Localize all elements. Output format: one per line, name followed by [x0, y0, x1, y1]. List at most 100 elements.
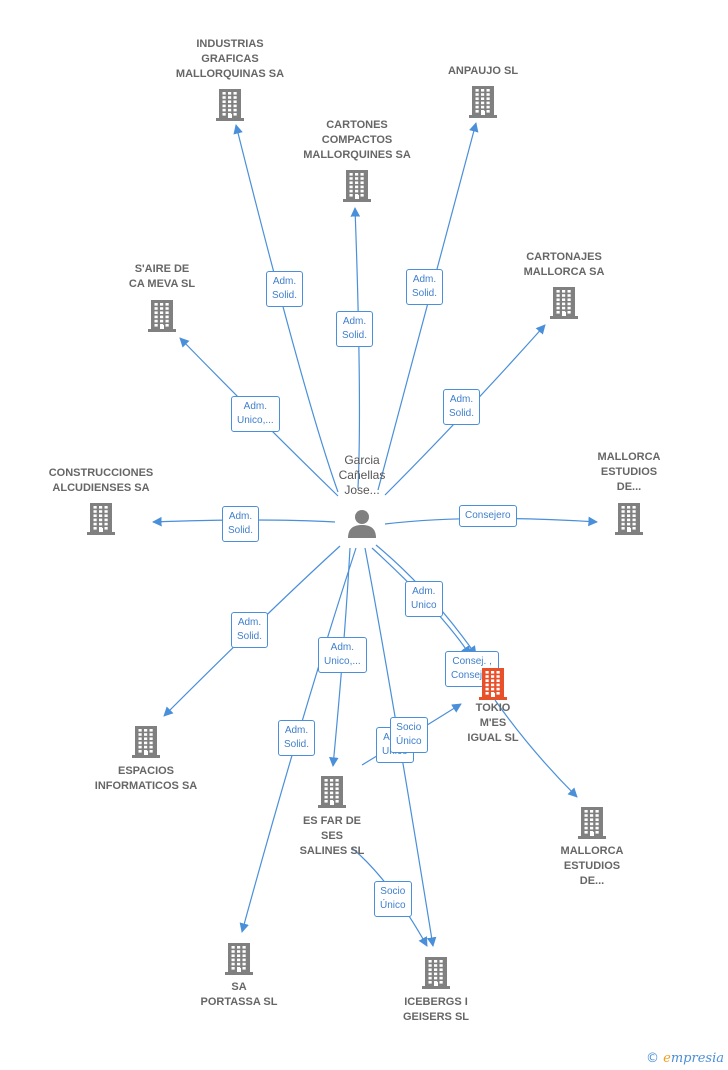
saportassa-label[interactable]: SA PORTASSA SL — [159, 980, 319, 1010]
node-label-line: GEISERS SL — [402, 1011, 470, 1023]
node-label-line: DE... — [616, 481, 642, 493]
edge-label-line: Solid. — [342, 330, 368, 341]
cartones-building-icon[interactable] — [342, 168, 372, 207]
node-label-line: INFORMATICOS SA — [94, 780, 198, 792]
node-label-line: SES — [320, 830, 343, 842]
node-label-line: TOKIO — [475, 702, 511, 714]
node-label-line: ESPACIOS — [117, 765, 175, 777]
node-label-line: SALINES SL — [299, 845, 365, 857]
mallorca2-building-icon[interactable] — [577, 805, 607, 844]
e-mallorca1-label[interactable]: Consejero — [459, 505, 517, 527]
e-cartonajes-label[interactable]: Adm.Solid. — [443, 389, 481, 425]
edge-label-line: Adm. — [284, 725, 309, 736]
tokio-building-icon[interactable] — [478, 666, 508, 705]
tokio-label[interactable]: TOKIO M'ES IGUAL SL — [413, 701, 573, 746]
saire-building-icon[interactable] — [147, 298, 177, 337]
e-cartones-label[interactable]: Adm. Solid. — [336, 311, 374, 347]
node-label-line: PORTASSA SL — [200, 996, 278, 1008]
center-label-line: Jose... — [344, 483, 380, 497]
node-label-line: IGUAL SL — [467, 732, 519, 744]
brand-name: mpresia — [670, 1051, 724, 1066]
e-tokio-a-label[interactable]: Adm.Unico — [405, 581, 443, 617]
node-label-line: CARTONAJES — [526, 251, 602, 263]
icebergs-label[interactable]: ICEBERGS I GEISERS SL — [356, 995, 516, 1025]
node-label-line: ALCUDIENSES SA — [52, 482, 150, 494]
edge-label-line: Socio — [380, 886, 406, 897]
empresia-logo[interactable]: © empresia — [646, 1051, 724, 1066]
industrias-building-icon[interactable] — [215, 87, 245, 126]
edge-label-line: Consej.... — [451, 670, 494, 681]
node-label-line: CONSTRUCCIONES — [48, 467, 154, 479]
node-label-line: CA MEVA SL — [128, 278, 196, 290]
edge-label-line: Adm. — [412, 274, 437, 285]
edge-label-line: Solid. — [228, 525, 254, 536]
node-label-line: SA — [231, 981, 247, 993]
edge-label-line: Consejero — [465, 510, 511, 521]
edge-label-line: Unico,... — [237, 415, 274, 426]
edge-label-line: Solid. — [237, 631, 263, 642]
node-label-line: DE... — [579, 875, 605, 887]
mallorca1-building-icon[interactable] — [614, 501, 644, 540]
cartonajes-label[interactable]: CARTONAJES MALLORCA SA — [484, 250, 644, 280]
node-label-line: INDUSTRIAS — [196, 38, 264, 50]
edge-label-line: Solid. — [284, 739, 310, 750]
e-esfar-label[interactable]: Adm. Unico,... — [318, 637, 367, 673]
node-label-line: COMPACTOS — [321, 134, 393, 146]
copyright-icon: © — [646, 1051, 660, 1066]
e-espacios-label[interactable]: Adm.Solid. — [231, 612, 269, 648]
edge-label-line: Adm. — [330, 642, 355, 653]
node-label-line: CARTONES — [326, 119, 388, 131]
node-label-line: MALLORQUINAS SA — [175, 68, 285, 80]
center-label-line: Garcia — [344, 453, 380, 467]
anpaujo-building-icon[interactable] — [468, 84, 498, 123]
node-label-line: MALLORCA — [597, 451, 661, 463]
e-saire-label[interactable]: Adm. Unico,... — [231, 396, 280, 432]
e-saportassa-label[interactable]: Adm. Solid. — [278, 720, 316, 756]
node-label-line: MALLORCA SA — [523, 266, 605, 278]
saportassa-building-icon[interactable] — [224, 941, 254, 980]
construcciones-label[interactable]: CONSTRUCCIONES ALCUDIENSES SA — [21, 466, 181, 496]
e-industrias-label[interactable]: Adm.Solid. — [266, 271, 304, 307]
construcciones-building-icon[interactable] — [86, 501, 116, 540]
cartonajes-building-icon[interactable] — [549, 285, 579, 324]
edge-label-line: Único — [396, 736, 422, 747]
edge-label-line: Unico,... — [324, 656, 361, 667]
e-anpaujo-line — [377, 122, 479, 491]
e-anpaujo-label[interactable]: Adm. Solid. — [406, 269, 444, 305]
edge-label-line: Único — [380, 900, 406, 911]
edge-label-line: Adm. — [272, 276, 297, 287]
icebergs-building-icon[interactable] — [421, 955, 451, 994]
mallorca1-label[interactable]: MALLORCA ESTUDIOS DE... — [549, 450, 709, 495]
node-label-line: ESTUDIOS — [600, 466, 658, 478]
edge-label-line: Solid. — [412, 288, 438, 299]
e-cartones-line — [350, 207, 361, 489]
espacios-label[interactable]: ESPACIOS INFORMATICOS SA — [66, 764, 226, 794]
edge-label-line: Socio — [396, 722, 422, 733]
node-label-line: M'ES — [479, 717, 507, 729]
anpaujo-label[interactable]: ANPAUJO SL — [403, 64, 563, 79]
e-mallorca2-line — [494, 699, 578, 798]
edge-label-line: Adm. — [342, 316, 367, 327]
edge-label-line: Solid. — [449, 408, 475, 419]
espacios-building-icon[interactable] — [131, 724, 161, 763]
edge-label-line: Adm. — [228, 511, 253, 522]
person-icon[interactable] — [347, 508, 377, 543]
center-label-line: Cañellas — [338, 468, 386, 482]
edge-label-line: Adm. — [243, 401, 268, 412]
e-icebergs-line — [364, 547, 437, 947]
e-industrias-line — [233, 124, 339, 493]
brand-initial: e — [663, 1051, 671, 1066]
node-label-line: ANPAUJO SL — [447, 65, 519, 77]
e-construcciones-label[interactable]: Adm. Solid. — [222, 506, 260, 542]
esfar-building-icon[interactable] — [317, 774, 347, 813]
node-label-line: ICEBERGS I — [404, 996, 468, 1008]
